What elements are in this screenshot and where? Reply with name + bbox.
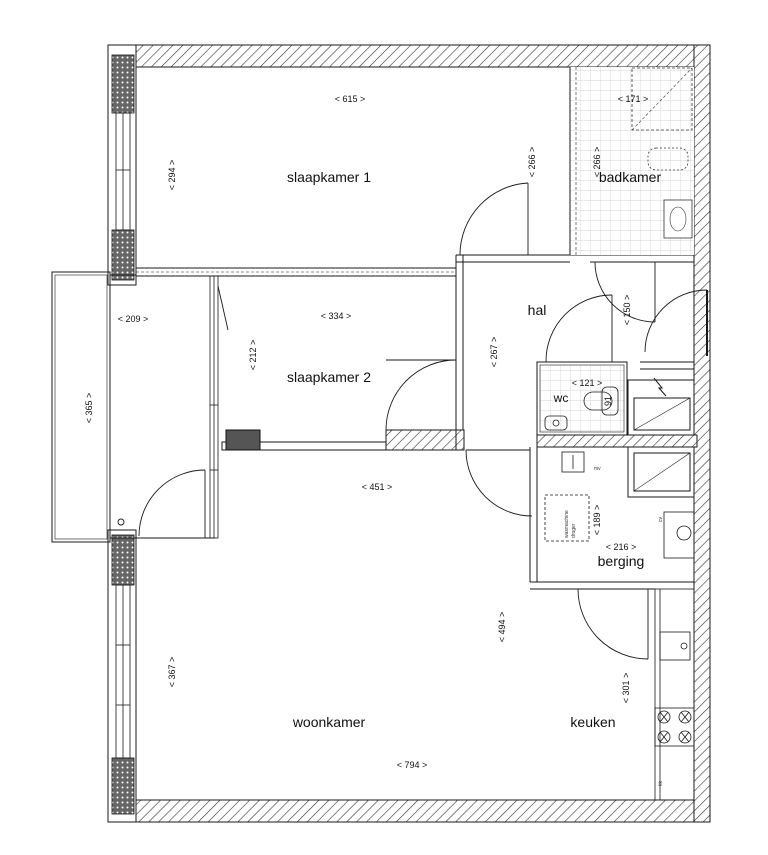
room-label-slaapkamer1: slaapkamer 1 bbox=[287, 169, 371, 185]
balcony-facade bbox=[209, 274, 219, 539]
room-label-berging: berging bbox=[598, 553, 645, 569]
dim-hal-width: < 150 > bbox=[622, 295, 632, 326]
dim-living-left: < 367 > bbox=[167, 657, 177, 688]
dim-bad-depth: < 266 > bbox=[592, 147, 602, 178]
dim-kitchen-depth: < 301 > bbox=[621, 673, 631, 704]
dim-hal-height: < 267 > bbox=[489, 337, 499, 368]
dim-balcony-depth: < 365 > bbox=[84, 393, 94, 424]
dim-living-upper: < 451 > bbox=[362, 482, 393, 492]
label-kk: kk bbox=[658, 781, 664, 787]
label-mv: mv bbox=[594, 466, 601, 472]
room-label-slaapkamer2: slaapkamer 2 bbox=[287, 369, 371, 385]
dim-sk2-depth: < 212 > bbox=[248, 340, 258, 371]
dim-living-mid: < 494 > bbox=[497, 612, 507, 643]
berging-fixtures bbox=[544, 451, 695, 559]
dim-living-width: < 794 > bbox=[397, 760, 428, 770]
room-label-hal: hal bbox=[528, 302, 547, 318]
dim-sk1-depth: < 294 > bbox=[167, 160, 177, 191]
dim-berging-width: < 216 > bbox=[606, 542, 637, 552]
dim-berging-depth: < 189 > bbox=[592, 505, 602, 536]
room-label-woonkamer: woonkamer bbox=[292, 714, 366, 730]
kitchen-counter bbox=[654, 588, 695, 801]
brick-piers bbox=[111, 54, 135, 815]
electric-icon bbox=[653, 377, 667, 397]
dim-sk1-width: < 615 > bbox=[335, 94, 366, 104]
wc-fixtures bbox=[544, 386, 619, 431]
room-label-wc: wc bbox=[553, 391, 569, 405]
dim-bad-width: < 171 > bbox=[618, 94, 649, 104]
room-label-badkamer: badkamer bbox=[599, 169, 662, 185]
room-labels: slaapkamer 1 badkamer hal slaapkamer 2 w… bbox=[287, 169, 661, 730]
dim-wc-depth: 91 bbox=[603, 396, 613, 406]
label-wm: wasmachine bbox=[564, 510, 570, 538]
left-windows bbox=[115, 112, 131, 759]
dim-sk2-width: < 334 > bbox=[321, 311, 352, 321]
room-label-keuken: keuken bbox=[570, 714, 615, 730]
dim-wc-width: < 121 > bbox=[572, 378, 603, 388]
balcony bbox=[51, 271, 215, 543]
bathroom bbox=[569, 67, 694, 255]
dim-balcony-width: < 209 > bbox=[118, 314, 149, 324]
label-dr: droger bbox=[571, 523, 577, 538]
dimension-labels: < 615 > < 171 > < 294 > < 266 > < 266 > … bbox=[84, 94, 648, 770]
fixture-labels: cv mv kk wasmachine droger bbox=[564, 466, 664, 786]
label-cv: cv bbox=[658, 517, 664, 523]
doors bbox=[117, 182, 708, 660]
dim-sk1-door: < 266 > bbox=[527, 147, 537, 178]
